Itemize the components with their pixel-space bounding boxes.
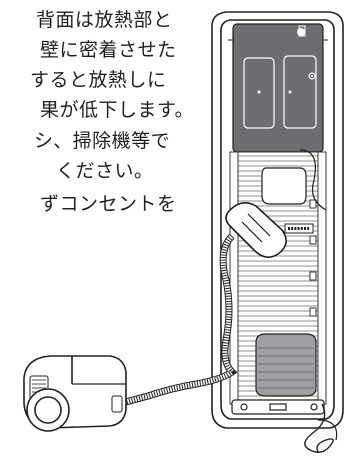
vacuum-hose	[117, 233, 238, 408]
upper-tank	[261, 149, 327, 211]
rating-label	[284, 223, 314, 234]
text-line-4: 果が低下します。	[40, 99, 195, 121]
text-line-3: すると放熱しに	[30, 69, 167, 91]
power-cord	[304, 403, 334, 453]
vacuum-wheel	[26, 388, 70, 432]
rear-control-panel	[232, 23, 324, 153]
dispenser-base	[231, 399, 325, 415]
text-line-7: ずコンセントを	[40, 193, 177, 215]
text-line-1: 背面は放熱部と	[36, 9, 173, 31]
text-line-2: 壁に密着させた	[40, 39, 177, 61]
text-line-5: シ、掃除機等で	[34, 130, 171, 152]
text-line-6: ください。	[56, 160, 154, 182]
instruction-text: 背面は放熱部と 壁に密着させた すると放熱しに 果が低下します。 シ、掃除機等で…	[0, 0, 200, 290]
vacuum-nozzle	[225, 202, 287, 258]
lower-water-tank	[255, 333, 317, 397]
